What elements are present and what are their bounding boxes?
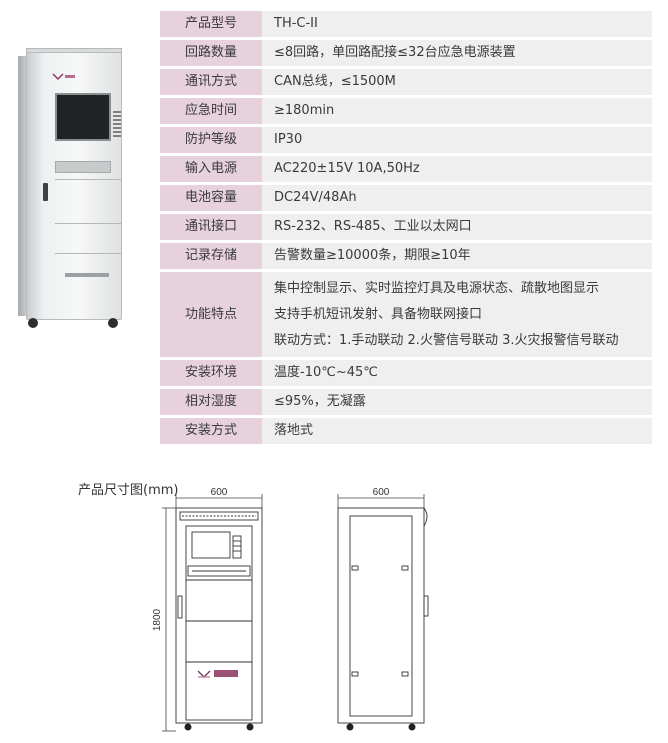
- spec-label: 输入电源: [160, 156, 262, 182]
- spec-row: 产品型号 TH-C-II: [160, 11, 652, 37]
- spec-label: 产品型号: [160, 11, 262, 37]
- cabinet-buttons: [113, 111, 121, 137]
- feature-item: 集中控制显示、实时监控灯具及电源状态、疏散地图显示: [274, 280, 600, 296]
- spec-row: 记录存储 告警数量≥10000条，期限≥10年: [160, 243, 652, 269]
- side-width-label: 600: [373, 487, 390, 498]
- side-casters: [346, 723, 416, 731]
- cabinet-label: [65, 273, 109, 277]
- front-casters: [184, 723, 254, 731]
- side-width-dimension: [337, 494, 425, 508]
- height-label: 1800: [152, 608, 163, 631]
- spec-label: 回路数量: [160, 40, 262, 66]
- front-width-label: 600: [211, 487, 228, 498]
- spec-row: 防护等级 IP30: [160, 127, 652, 153]
- spec-row: 通讯方式 CAN总线，≤1500M: [160, 69, 652, 95]
- spec-value: TH-C-II: [262, 11, 652, 37]
- spec-row: 输入电源 AC220±15V 10A,50Hz: [160, 156, 652, 182]
- cabinet-divider: [55, 179, 121, 180]
- spec-value: 温度-10℃~45℃: [262, 360, 652, 386]
- feature-item: 支持手机短讯发射、具备物联网接口: [274, 306, 483, 322]
- spec-row: 应急时间 ≥180min: [160, 98, 652, 124]
- spec-value: DC24V/48Ah: [262, 185, 652, 211]
- spec-value: RS-232、RS-485、工业以太网口: [262, 214, 652, 240]
- dimension-title: 产品尺寸图(mm): [78, 483, 179, 498]
- spec-label: 通讯方式: [160, 69, 262, 95]
- front-logo-icon: [197, 670, 238, 678]
- feature-item: 联动方式：1.手动联动 2.火警信号联动 3.火灾报警信号联动: [274, 332, 619, 348]
- cabinet-side: [18, 56, 28, 316]
- spec-row: 电池容量 DC24V/48Ah: [160, 185, 652, 211]
- product-photo: [16, 42, 132, 342]
- spec-value: 告警数量≥10000条，期限≥10年: [262, 243, 652, 269]
- spec-label: 安装方式: [160, 418, 262, 444]
- spec-value: CAN总线，≤1500M: [262, 69, 652, 95]
- cabinet-front: [26, 52, 122, 320]
- cabinet-divider: [55, 223, 121, 224]
- cabinet-screen: [55, 93, 111, 141]
- spec-row: 安装环境 温度-10℃~45℃: [160, 360, 652, 386]
- spec-label: 相对湿度: [160, 389, 262, 415]
- cabinet-divider: [55, 253, 121, 254]
- feature-list: 集中控制显示、实时监控灯具及电源状态、疏散地图显示 支持手机短讯发射、具备物联网…: [262, 272, 652, 357]
- cabinet-handle: [43, 183, 48, 201]
- spec-label: 应急时间: [160, 98, 262, 124]
- spec-row: 安装方式 落地式: [160, 418, 652, 444]
- front-width-dimension: [175, 494, 263, 508]
- spec-label: 电池容量: [160, 185, 262, 211]
- spec-value: ≤95%，无凝露: [262, 389, 652, 415]
- height-dimension: [162, 507, 176, 732]
- front-view: [175, 507, 263, 724]
- spec-row: 回路数量 ≤8回路，单回路配接≤32台应急电源装置: [160, 40, 652, 66]
- spec-label: 功能特点: [160, 272, 262, 357]
- spec-table: 产品型号 TH-C-II 回路数量 ≤8回路，单回路配接≤32台应急电源装置 通…: [160, 8, 652, 447]
- spec-value: IP30: [262, 127, 652, 153]
- spec-row: 相对湿度 ≤95%，无凝露: [160, 389, 652, 415]
- spec-row: 通讯接口 RS-232、RS-485、工业以太网口: [160, 214, 652, 240]
- spec-label: 安装环境: [160, 360, 262, 386]
- spec-value: AC220±15V 10A,50Hz: [262, 156, 652, 182]
- spec-label: 记录存储: [160, 243, 262, 269]
- side-view: [337, 507, 429, 724]
- spec-value: ≤8回路，单回路配接≤32台应急电源装置: [262, 40, 652, 66]
- brand-logo-icon: [52, 73, 75, 81]
- spec-label: 通讯接口: [160, 214, 262, 240]
- spec-value: 落地式: [262, 418, 652, 444]
- spec-row-features: 功能特点 集中控制显示、实时监控灯具及电源状态、疏散地图显示 支持手机短讯发射、…: [160, 272, 652, 357]
- cabinet-caster: [108, 318, 118, 328]
- cabinet-printer-slot: [55, 161, 111, 173]
- spec-label: 防护等级: [160, 127, 262, 153]
- cabinet-caster: [28, 318, 38, 328]
- spec-value: ≥180min: [262, 98, 652, 124]
- dimension-drawing: 600 1800 600: [152, 487, 429, 732]
